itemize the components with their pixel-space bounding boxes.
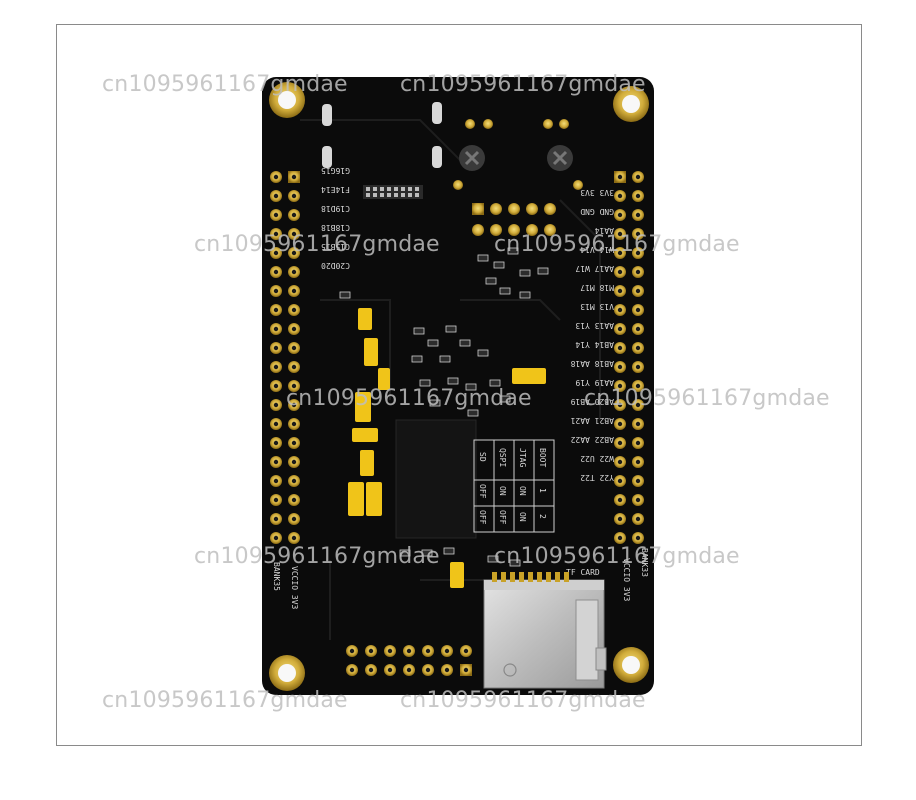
tf-card-label: TF CARD [566, 568, 600, 577]
smd-part [429, 399, 441, 407]
smd-part [499, 395, 511, 403]
yellow-capacitors [348, 308, 546, 588]
smd-part [443, 547, 455, 555]
boot-table-text: BOOT JTAG QSPI SD 1 ON ON OFF 2 ON OFF O… [478, 448, 547, 525]
smd-part [467, 409, 479, 417]
boot-row1-0: 1 [538, 488, 547, 493]
boot-row2-1: ON [518, 512, 527, 522]
bank33-label: BANK33 [640, 548, 649, 577]
smd-part [499, 287, 511, 295]
smd-part [477, 349, 489, 357]
smd-part [485, 277, 497, 285]
silk-label: G16G15 [321, 166, 350, 175]
silk-label: AB14 Y14 [575, 340, 614, 349]
silk-label: W22 U22 [580, 454, 614, 463]
smd-part [439, 355, 451, 363]
silk-label: AA13 Y13 [575, 321, 614, 330]
boot-header-boot: BOOT [538, 448, 547, 467]
top-components [322, 102, 583, 236]
vccio-left-label: VCCIO 3V3 [290, 566, 299, 610]
boot-row2-0: 2 [538, 514, 547, 519]
smd-part [477, 254, 489, 262]
smd-part [447, 377, 459, 385]
silk-label: W14 V14 [580, 245, 614, 254]
silk-label: AB21 AA21 [570, 416, 614, 425]
smd-part [537, 267, 549, 275]
smd-part [507, 247, 519, 255]
smd-part [465, 383, 477, 391]
vccio-right-label: VCCIO 3V3 [622, 558, 631, 602]
smd-part [487, 555, 499, 563]
boot-header-sd: SD [478, 452, 487, 462]
smd-part [421, 549, 433, 557]
silk-label: GND GND [580, 207, 614, 216]
smd-part [419, 379, 431, 387]
boot-row1-3: OFF [478, 484, 487, 499]
silk-label: AB22 AA22 [570, 435, 614, 444]
silk-label: AA19 Y19 [575, 378, 614, 387]
mounting-holes [269, 82, 649, 691]
smd-part [339, 291, 351, 299]
silk-label: C15B15 [321, 242, 350, 251]
boot-mode-table [473, 439, 555, 533]
right-pin-header [614, 171, 644, 544]
silk-label: AB18 AA18 [570, 359, 614, 368]
smd-part [493, 261, 505, 269]
silk-label: 3V3 3V3 [580, 188, 614, 197]
silk-label: Y22 T22 [580, 473, 614, 482]
smd-part [411, 355, 423, 363]
smd-part [509, 559, 521, 567]
smd-part [399, 549, 411, 557]
boot-row2-3: OFF [478, 510, 487, 525]
smd-part [519, 291, 531, 299]
silk-label: C18B18 [321, 223, 350, 232]
left-pin-header [270, 171, 300, 544]
silk-label: M18 M17 [580, 283, 614, 292]
boot-row1-2: ON [498, 486, 507, 496]
smd-part [519, 269, 531, 277]
boot-row2-2: OFF [498, 510, 507, 525]
silk-label: V13 M13 [580, 302, 614, 311]
smd-part [489, 379, 501, 387]
silk-label: AB20 AB19 [570, 397, 614, 406]
silk-label: AA17 W17 [575, 264, 614, 273]
tf-card-slot [483, 572, 607, 689]
boot-header-jtag: JTAG [518, 448, 527, 467]
silk-label: C19D18 [321, 204, 350, 213]
smd-components [339, 247, 549, 567]
smd-part [427, 339, 439, 347]
silk-label: F14E14 [321, 185, 350, 194]
fpga-chip [395, 419, 477, 539]
smd-part [413, 327, 425, 335]
bank35-label: BANK35 [272, 562, 281, 591]
bottom-pin-header [346, 645, 472, 676]
boot-row1-1: ON [518, 486, 527, 496]
silk-label: C20D20 [321, 261, 350, 270]
pcb-body [262, 77, 654, 695]
boot-header-qspi: QSPI [498, 448, 507, 467]
smd-part [445, 325, 457, 333]
smd-part [459, 339, 471, 347]
silk-label: AA14 [595, 226, 614, 235]
